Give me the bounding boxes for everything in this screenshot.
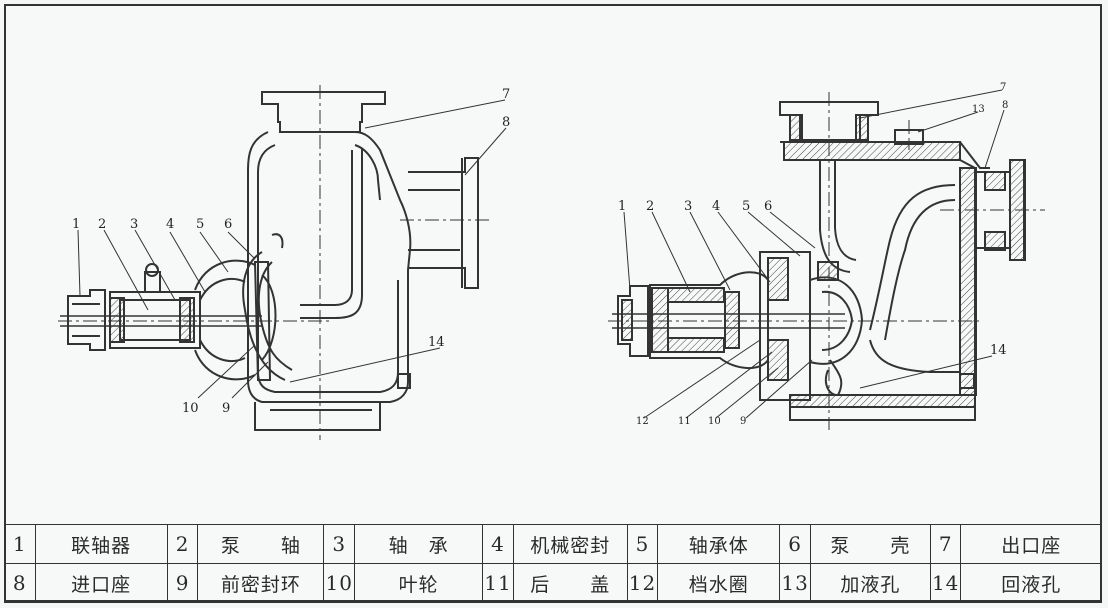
legend-label: 泵 轴 <box>197 524 325 564</box>
left-callout-10: 10 <box>182 401 199 416</box>
parts-legend-table: 1 联轴器 2 泵 轴 3 轴 承 4 机械密封 5 轴承体 6 泵 壳 7 出… <box>4 524 1102 603</box>
legend-number: 12 <box>626 563 659 603</box>
left-callout-14: 14 <box>428 335 445 350</box>
legend-number: 9 <box>166 563 199 603</box>
legend-label: 出口座 <box>960 524 1102 564</box>
left-pump-drawing <box>60 91 479 431</box>
legend-number: 5 <box>626 524 659 564</box>
left-callout-5: 5 <box>196 217 204 232</box>
legend-label: 轴 承 <box>353 524 484 564</box>
pump-cross-section-drawings: 1 2 3 4 5 6 7 8 10 9 14 <box>58 82 1045 440</box>
left-center-lines <box>58 85 490 440</box>
legend-number: 1 <box>4 524 36 564</box>
legend-label: 叶轮 <box>353 563 484 603</box>
left-callout-4: 4 <box>166 217 174 232</box>
left-callout-1: 1 <box>72 217 80 232</box>
legend-label: 前密封环 <box>197 563 325 603</box>
legend-number: 11 <box>482 563 514 603</box>
legend-number: 7 <box>929 524 962 564</box>
right-callout-1: 1 <box>618 199 626 214</box>
left-callout-6: 6 <box>224 217 232 232</box>
right-center-lines <box>608 92 1045 430</box>
legend-label: 泵 壳 <box>809 524 931 564</box>
right-callout-12: 12 <box>636 416 649 427</box>
left-callout-8: 8 <box>502 115 510 130</box>
right-callout-13: 13 <box>972 104 985 115</box>
left-leader-lines <box>77 99 507 399</box>
left-callout-3: 3 <box>130 217 138 232</box>
right-pump-drawing <box>612 101 1026 421</box>
legend-number: 6 <box>779 524 811 564</box>
right-callout-8: 8 <box>1002 100 1008 111</box>
legend-number: 4 <box>482 524 514 564</box>
right-callout-7: 7 <box>1000 82 1006 93</box>
legend-label: 档水圈 <box>657 563 781 603</box>
legend-number: 8 <box>4 563 36 603</box>
right-callout-2: 2 <box>646 199 654 214</box>
legend-label: 轴承体 <box>657 524 781 564</box>
right-callout-11: 11 <box>678 416 691 427</box>
legend-label: 进口座 <box>34 563 168 603</box>
legend-number: 2 <box>166 524 199 564</box>
right-callout-14: 14 <box>990 343 1007 358</box>
legend-number: 10 <box>323 563 355 603</box>
right-callout-9: 9 <box>740 416 746 427</box>
right-leader-lines <box>623 89 1005 419</box>
left-callout-9: 9 <box>222 401 230 416</box>
left-callout-2: 2 <box>98 217 106 232</box>
legend-label: 机械密封 <box>512 524 628 564</box>
legend-label: 后 盖 <box>512 563 628 603</box>
right-callout-6: 6 <box>764 199 772 214</box>
legend-label: 加液孔 <box>809 563 931 603</box>
right-callout-3: 3 <box>684 199 692 214</box>
legend-row-2: 8 进口座 9 前密封环 10 叶轮 11 后 盖 12 档水圈 13 加液孔 … <box>4 563 1102 603</box>
legend-number: 13 <box>779 563 811 603</box>
right-callout-4: 4 <box>712 199 720 214</box>
legend-number: 14 <box>929 563 962 603</box>
right-callout-10: 10 <box>708 416 721 427</box>
legend-number: 3 <box>323 524 355 564</box>
legend-label: 回液孔 <box>960 563 1102 603</box>
legend-label: 联轴器 <box>34 524 168 564</box>
right-callout-5: 5 <box>742 199 750 214</box>
left-callout-7: 7 <box>502 87 510 102</box>
legend-row-1: 1 联轴器 2 泵 轴 3 轴 承 4 机械密封 5 轴承体 6 泵 壳 7 出… <box>4 524 1102 564</box>
